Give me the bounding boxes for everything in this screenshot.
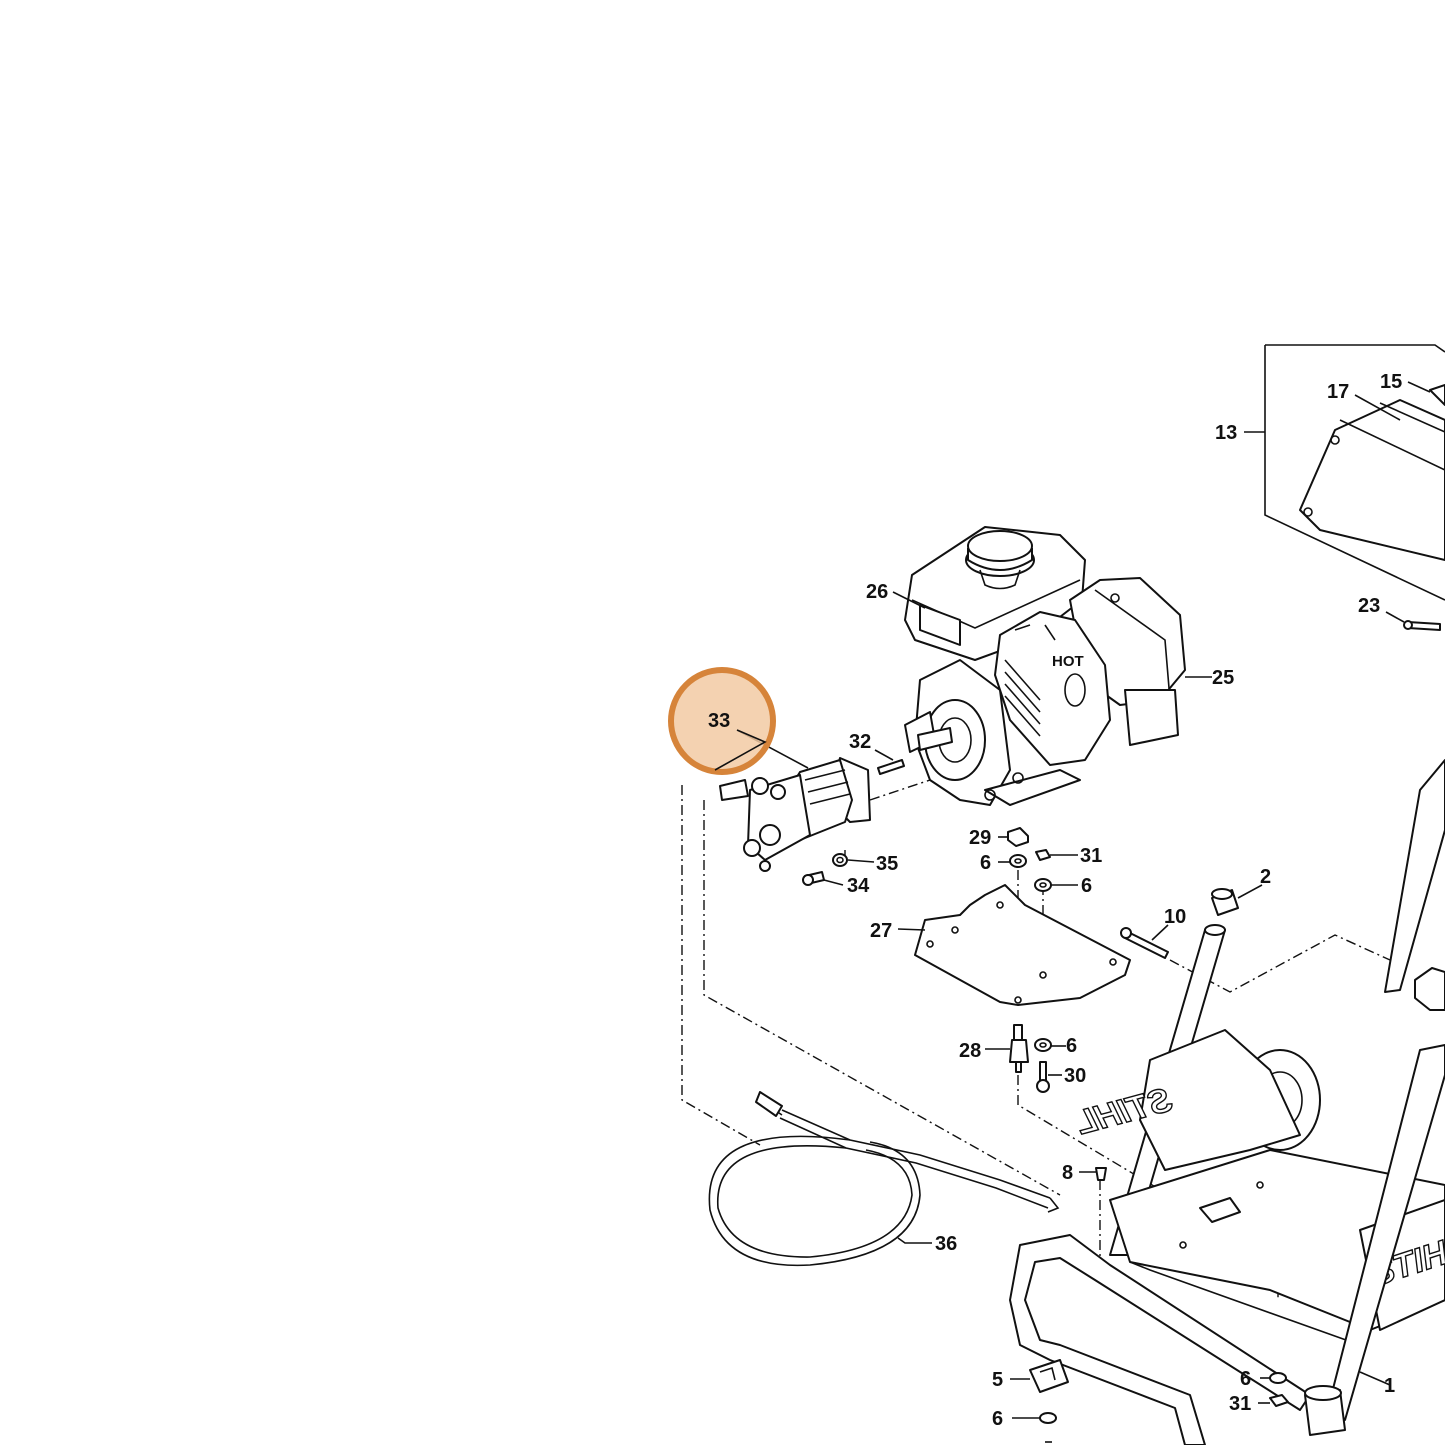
kit-box-13: [1264, 344, 1445, 601]
callout-34: 34: [847, 875, 870, 897]
callout-31-b: 31: [1229, 1393, 1251, 1415]
callout-31-a: 31: [1080, 845, 1102, 867]
highlight-circle: [668, 667, 776, 775]
callout-6-e: 6: [1066, 1035, 1077, 1057]
mounting-hardware: [914, 620, 1441, 1181]
callout-30: 30: [1064, 1065, 1086, 1087]
callout-6-a: 6: [1240, 1368, 1251, 1390]
hose: [708, 1091, 1060, 1267]
callout-1: 1: [1384, 1375, 1395, 1397]
callout-32: 32: [849, 731, 871, 753]
callout-labels: 1 2 5 6 6 6 6 6 8 10 13 15 17 23 25 26 2…: [847, 371, 1402, 1430]
engine: HOT: [904, 526, 1186, 806]
callout-26: 26: [866, 581, 888, 603]
leader-lines: [736, 381, 1431, 1419]
callout-10: 10: [1164, 906, 1186, 928]
callout-25: 25: [1212, 667, 1234, 689]
callout-6-c: 6: [980, 852, 991, 874]
callout-17: 17: [1327, 381, 1349, 403]
callout-13: 13: [1215, 422, 1237, 444]
frame: STIHL STIHL: [1009, 759, 1445, 1445]
callout-5: 5: [992, 1369, 1003, 1391]
callout-35: 35: [876, 853, 898, 875]
callout-29: 29: [969, 827, 991, 849]
callout-2: 2: [1260, 866, 1271, 888]
callout-28: 28: [959, 1040, 981, 1062]
callout-8: 8: [1062, 1162, 1073, 1184]
highlight-marker-33[interactable]: 33: [668, 667, 776, 775]
callout-36: 36: [935, 1233, 957, 1255]
callout-27: 27: [870, 920, 892, 942]
engine-hot-decal: HOT: [1052, 653, 1084, 670]
callout-15: 15: [1380, 371, 1402, 393]
callout-6-b: 6: [992, 1408, 1003, 1430]
callout-6-d: 6: [1081, 875, 1092, 897]
bottom-hardware: [1029, 1359, 1289, 1443]
callout-33: 33: [708, 710, 730, 732]
callout-23: 23: [1358, 595, 1380, 617]
pump-assembly: [719, 757, 905, 886]
